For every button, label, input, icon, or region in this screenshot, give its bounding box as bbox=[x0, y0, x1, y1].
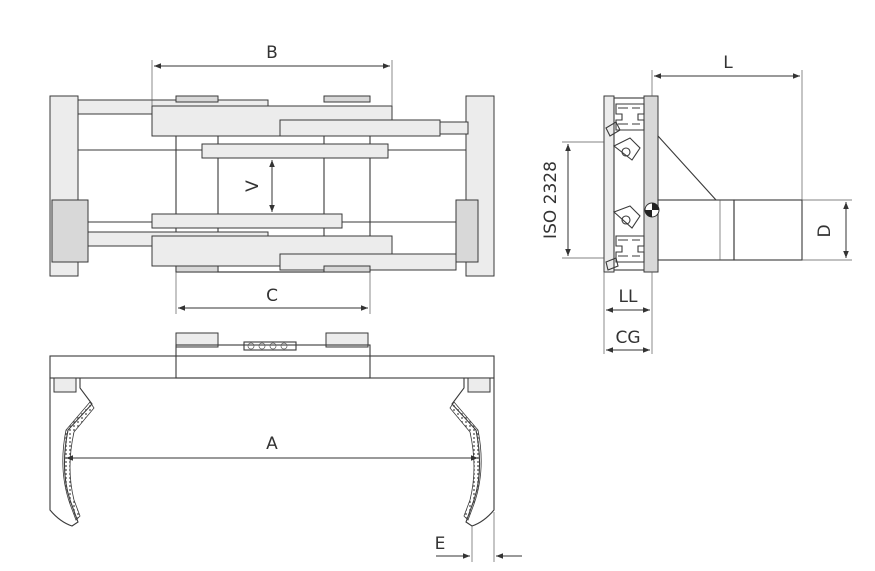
frame-tab-3 bbox=[175, 265, 219, 273]
label-b: B bbox=[266, 43, 278, 63]
carriage-block-left bbox=[175, 332, 219, 348]
dimension-iso: ISO 2328 bbox=[541, 141, 604, 259]
dimension-d: D bbox=[802, 199, 852, 261]
left-pad bbox=[62, 401, 95, 521]
dimension-a: A bbox=[66, 434, 478, 461]
frame-tab-2 bbox=[323, 95, 371, 103]
right-pad bbox=[449, 401, 482, 521]
carriage-block-right bbox=[325, 332, 369, 348]
lower-hook-profile bbox=[605, 205, 645, 271]
dimension-v: V bbox=[243, 160, 275, 212]
frame-tab-4 bbox=[323, 265, 371, 273]
upper-bar-2-end bbox=[439, 121, 469, 135]
label-cg: CG bbox=[615, 328, 640, 348]
hydraulic-fittings bbox=[243, 341, 297, 351]
dimension-ll: LL bbox=[603, 272, 653, 354]
label-e: E bbox=[435, 534, 446, 554]
label-l: L bbox=[723, 53, 733, 73]
label-a: A bbox=[266, 434, 278, 454]
left-arm-pivot bbox=[53, 377, 77, 393]
lower-cylinder bbox=[151, 213, 343, 229]
upper-bar-2 bbox=[279, 119, 441, 137]
right-arm-block bbox=[455, 199, 479, 263]
back-plate bbox=[643, 95, 659, 273]
dimension-e: E bbox=[435, 512, 522, 562]
main-beam bbox=[49, 355, 495, 379]
label-v: V bbox=[243, 180, 263, 192]
center-of-gravity-icon bbox=[644, 202, 660, 218]
upper-hook-profile bbox=[605, 103, 645, 161]
dimension-l: L bbox=[651, 53, 803, 200]
label-d: D bbox=[815, 224, 835, 237]
frame-tab-1 bbox=[175, 95, 219, 103]
dimension-cg: CG bbox=[606, 328, 650, 353]
label-iso-2328: ISO 2328 bbox=[541, 161, 561, 239]
arm-extension bbox=[733, 199, 803, 261]
carriage-plate bbox=[603, 95, 615, 273]
label-ll: LL bbox=[619, 287, 638, 307]
side-view bbox=[603, 95, 803, 273]
right-arm-pivot bbox=[467, 377, 491, 393]
gusset bbox=[657, 134, 718, 201]
label-c: C bbox=[266, 286, 278, 306]
top-view bbox=[49, 95, 495, 277]
upper-cylinder bbox=[201, 143, 389, 159]
left-arm-block bbox=[51, 199, 89, 263]
arm-body bbox=[657, 199, 735, 261]
dimension-c: C bbox=[175, 272, 371, 314]
dimension-b: B bbox=[151, 43, 393, 106]
front-view bbox=[49, 332, 495, 527]
